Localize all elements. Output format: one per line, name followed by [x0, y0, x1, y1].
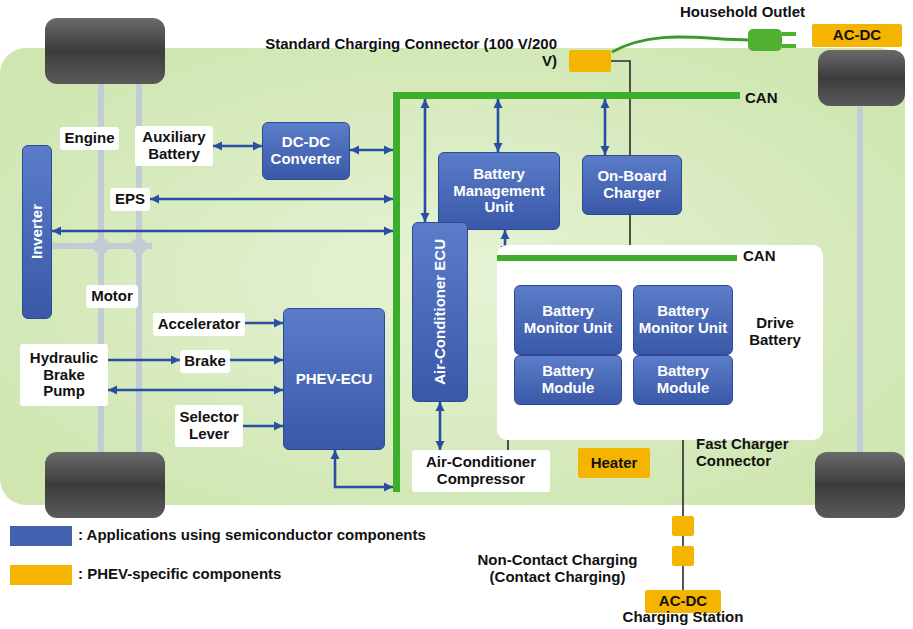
- axle-joint: [131, 238, 147, 254]
- label-text: Household Outlet: [645, 4, 805, 21]
- node-text: Fast Charger Connector: [696, 436, 846, 470]
- part-box: Engine: [60, 127, 119, 150]
- node-text: Battery Module: [517, 363, 619, 397]
- node-text: Battery Monitor Unit: [636, 303, 730, 337]
- node-text: Air-Conditioner Compressor: [414, 454, 548, 488]
- node-text: Battery Module: [636, 363, 730, 397]
- axle-joint: [93, 238, 109, 254]
- battery-panel: Drive BatteryCANBattery Monitor UnitBatt…: [497, 245, 823, 440]
- power-line: [507, 440, 509, 450]
- process-box: DC-DC Converter: [262, 122, 350, 180]
- node-text: Hydraulic Brake Pump: [22, 350, 106, 400]
- node-text: Air-Conditioner ECU: [432, 239, 449, 385]
- heater-box: Heater: [578, 448, 650, 478]
- plug-body: [748, 29, 782, 51]
- wheel: [815, 452, 905, 518]
- node-text: DC-DC Converter: [265, 134, 347, 168]
- process-box: Battery Monitor Unit: [633, 285, 733, 355]
- node-text: Battery Monitor Unit: [517, 303, 619, 337]
- node-text: Battery Management Unit: [441, 166, 557, 216]
- legend-text: : PHEV-specific components: [78, 566, 281, 583]
- legend-row: : Applications using semiconductor compo…: [10, 526, 530, 548]
- process-box: PHEV-ECU: [283, 308, 385, 450]
- part-box: Accelerator: [153, 313, 245, 336]
- node-text: EPS: [115, 191, 145, 208]
- signal-arrow: [213, 145, 262, 148]
- wheel: [818, 50, 905, 106]
- node-text: AC-DC: [659, 593, 707, 610]
- node-text: PHEV-ECU: [296, 371, 373, 388]
- signal-arrow: [150, 198, 393, 201]
- part-box: Motor: [86, 285, 138, 308]
- plug-cord: [612, 37, 748, 52]
- process-box: Battery Monitor Unit: [514, 285, 622, 355]
- node-text: Inverter: [29, 204, 46, 259]
- node-text: Drive Battery: [735, 315, 815, 349]
- part-box: Auxiliary Battery: [135, 126, 213, 166]
- bus-line: [393, 92, 740, 99]
- signal-arrow: [230, 359, 283, 362]
- node-text: Accelerator: [158, 316, 241, 333]
- signal-arrow: [243, 425, 283, 428]
- process-box: On-Board Charger: [582, 155, 682, 215]
- signal-arrow: [245, 322, 283, 325]
- part-box: EPS: [110, 188, 150, 211]
- node-text: Brake: [184, 353, 226, 370]
- bus-line: [393, 92, 400, 492]
- signal-arrow: [108, 389, 283, 392]
- signal-arrow: [52, 230, 393, 233]
- signal-arrow: [424, 99, 427, 222]
- vehicle-body: [0, 48, 905, 505]
- process-box: Battery Module: [633, 355, 733, 405]
- connector-box: Non-Contact Charging (Contact Charging): [672, 546, 694, 566]
- power-line: [682, 566, 684, 590]
- process-box: Air-Conditioner ECU: [412, 222, 468, 402]
- wheel: [45, 18, 165, 84]
- can-bus: CAN: [497, 255, 737, 261]
- plug-prong: [782, 44, 796, 48]
- node-text: CAN: [745, 90, 778, 107]
- signal-arrow: [439, 402, 442, 450]
- part-box: Selector Lever: [175, 405, 243, 447]
- node-text: Heater: [591, 455, 638, 472]
- connector-box: Fast Charger Connector: [672, 516, 694, 536]
- signal-arrow: [335, 450, 393, 487]
- legend-row: : PHEV-specific components: [10, 565, 530, 587]
- node-text: Selector Lever: [177, 409, 241, 443]
- legend-swatch: [10, 526, 72, 546]
- process-box: Battery Module: [514, 355, 622, 405]
- legend-text: : Applications using semiconductor compo…: [78, 527, 426, 544]
- part-box: Air-Conditioner Compressor: [412, 450, 550, 492]
- wheels: [45, 18, 905, 518]
- plug-icon: [612, 29, 796, 52]
- wheel: [45, 452, 165, 518]
- part-box: Hydraulic Brake Pump: [20, 344, 108, 406]
- axle: [857, 106, 863, 454]
- connector-box: Standard Charging Connector (100 V/200 V…: [569, 50, 611, 72]
- process-box: Inverter: [22, 145, 52, 319]
- plug-prong: [782, 32, 796, 36]
- node-text: Non-Contact Charging (Contact Charging): [450, 552, 665, 586]
- legend-swatch: [10, 565, 72, 585]
- power-line: [611, 61, 630, 155]
- converter-box: AC-DC: [812, 24, 902, 47]
- node-text: On-Board Charger: [585, 168, 679, 202]
- node-text: CAN: [743, 248, 776, 265]
- power-line: [629, 215, 631, 245]
- signal-arrow: [604, 99, 607, 155]
- node-text: Standard Charging Connector (100 V/200 V…: [257, 36, 557, 70]
- signal-arrow: [108, 359, 180, 362]
- process-box: Battery Management Unit: [438, 152, 560, 230]
- node-text: Auxiliary Battery: [137, 129, 211, 163]
- power-line: [682, 536, 684, 546]
- signal-arrow: [350, 149, 393, 152]
- node-text: AC-DC: [833, 27, 881, 44]
- part-box: Brake: [180, 350, 230, 373]
- label-text: Charging Station: [600, 609, 766, 626]
- axles: [52, 84, 863, 454]
- node-text: Motor: [91, 288, 133, 305]
- signal-arrow: [497, 99, 500, 152]
- node-text: Engine: [64, 130, 114, 147]
